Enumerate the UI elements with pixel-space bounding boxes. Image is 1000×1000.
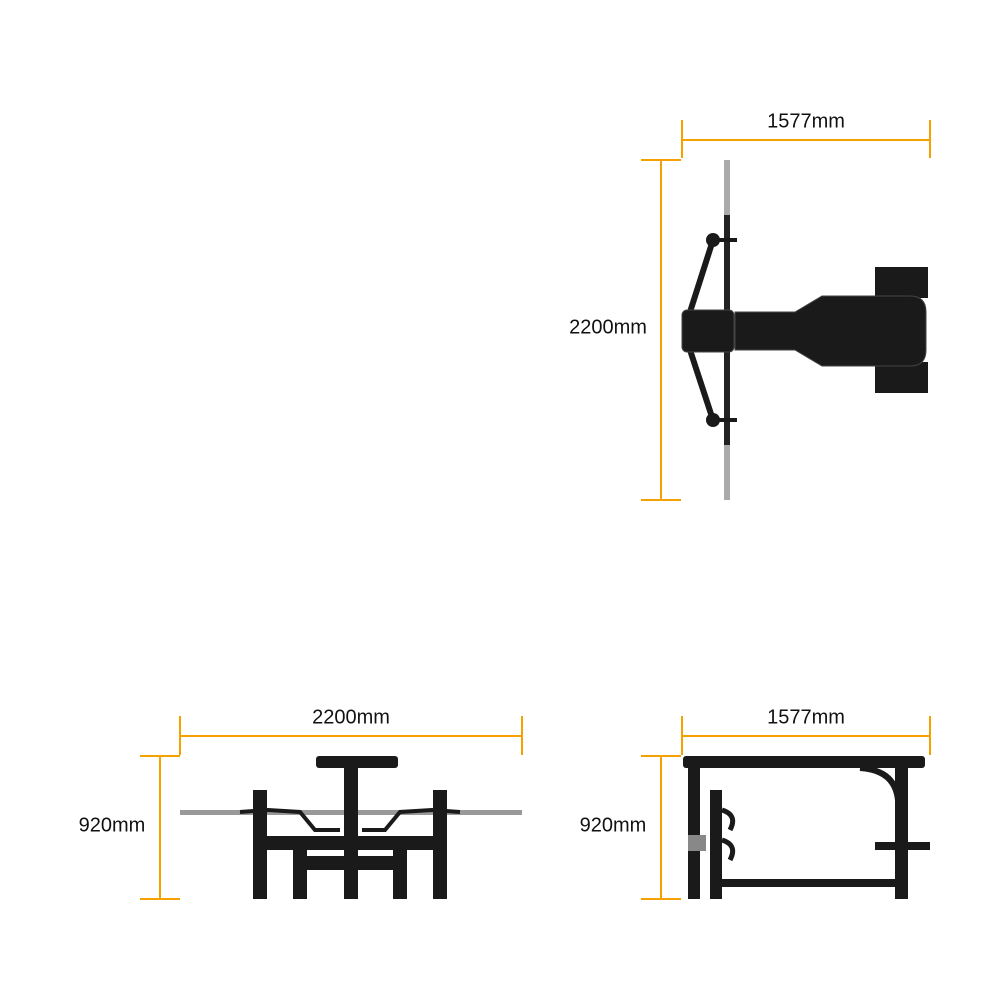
side-view-height-label: 920mm bbox=[579, 814, 647, 837]
bench-side-view bbox=[683, 756, 930, 899]
side-view-width-label: 1577mm bbox=[767, 706, 845, 729]
dimension-lines bbox=[140, 120, 931, 900]
front-view-width-label: 2200mm bbox=[312, 706, 390, 729]
bench-top-view bbox=[681, 160, 928, 500]
top-view-width-label: 1577mm bbox=[767, 110, 845, 133]
top-view-length-label: 2200mm bbox=[569, 316, 647, 339]
front-view-height-label: 920mm bbox=[78, 814, 146, 837]
bench-front-view bbox=[180, 756, 522, 899]
